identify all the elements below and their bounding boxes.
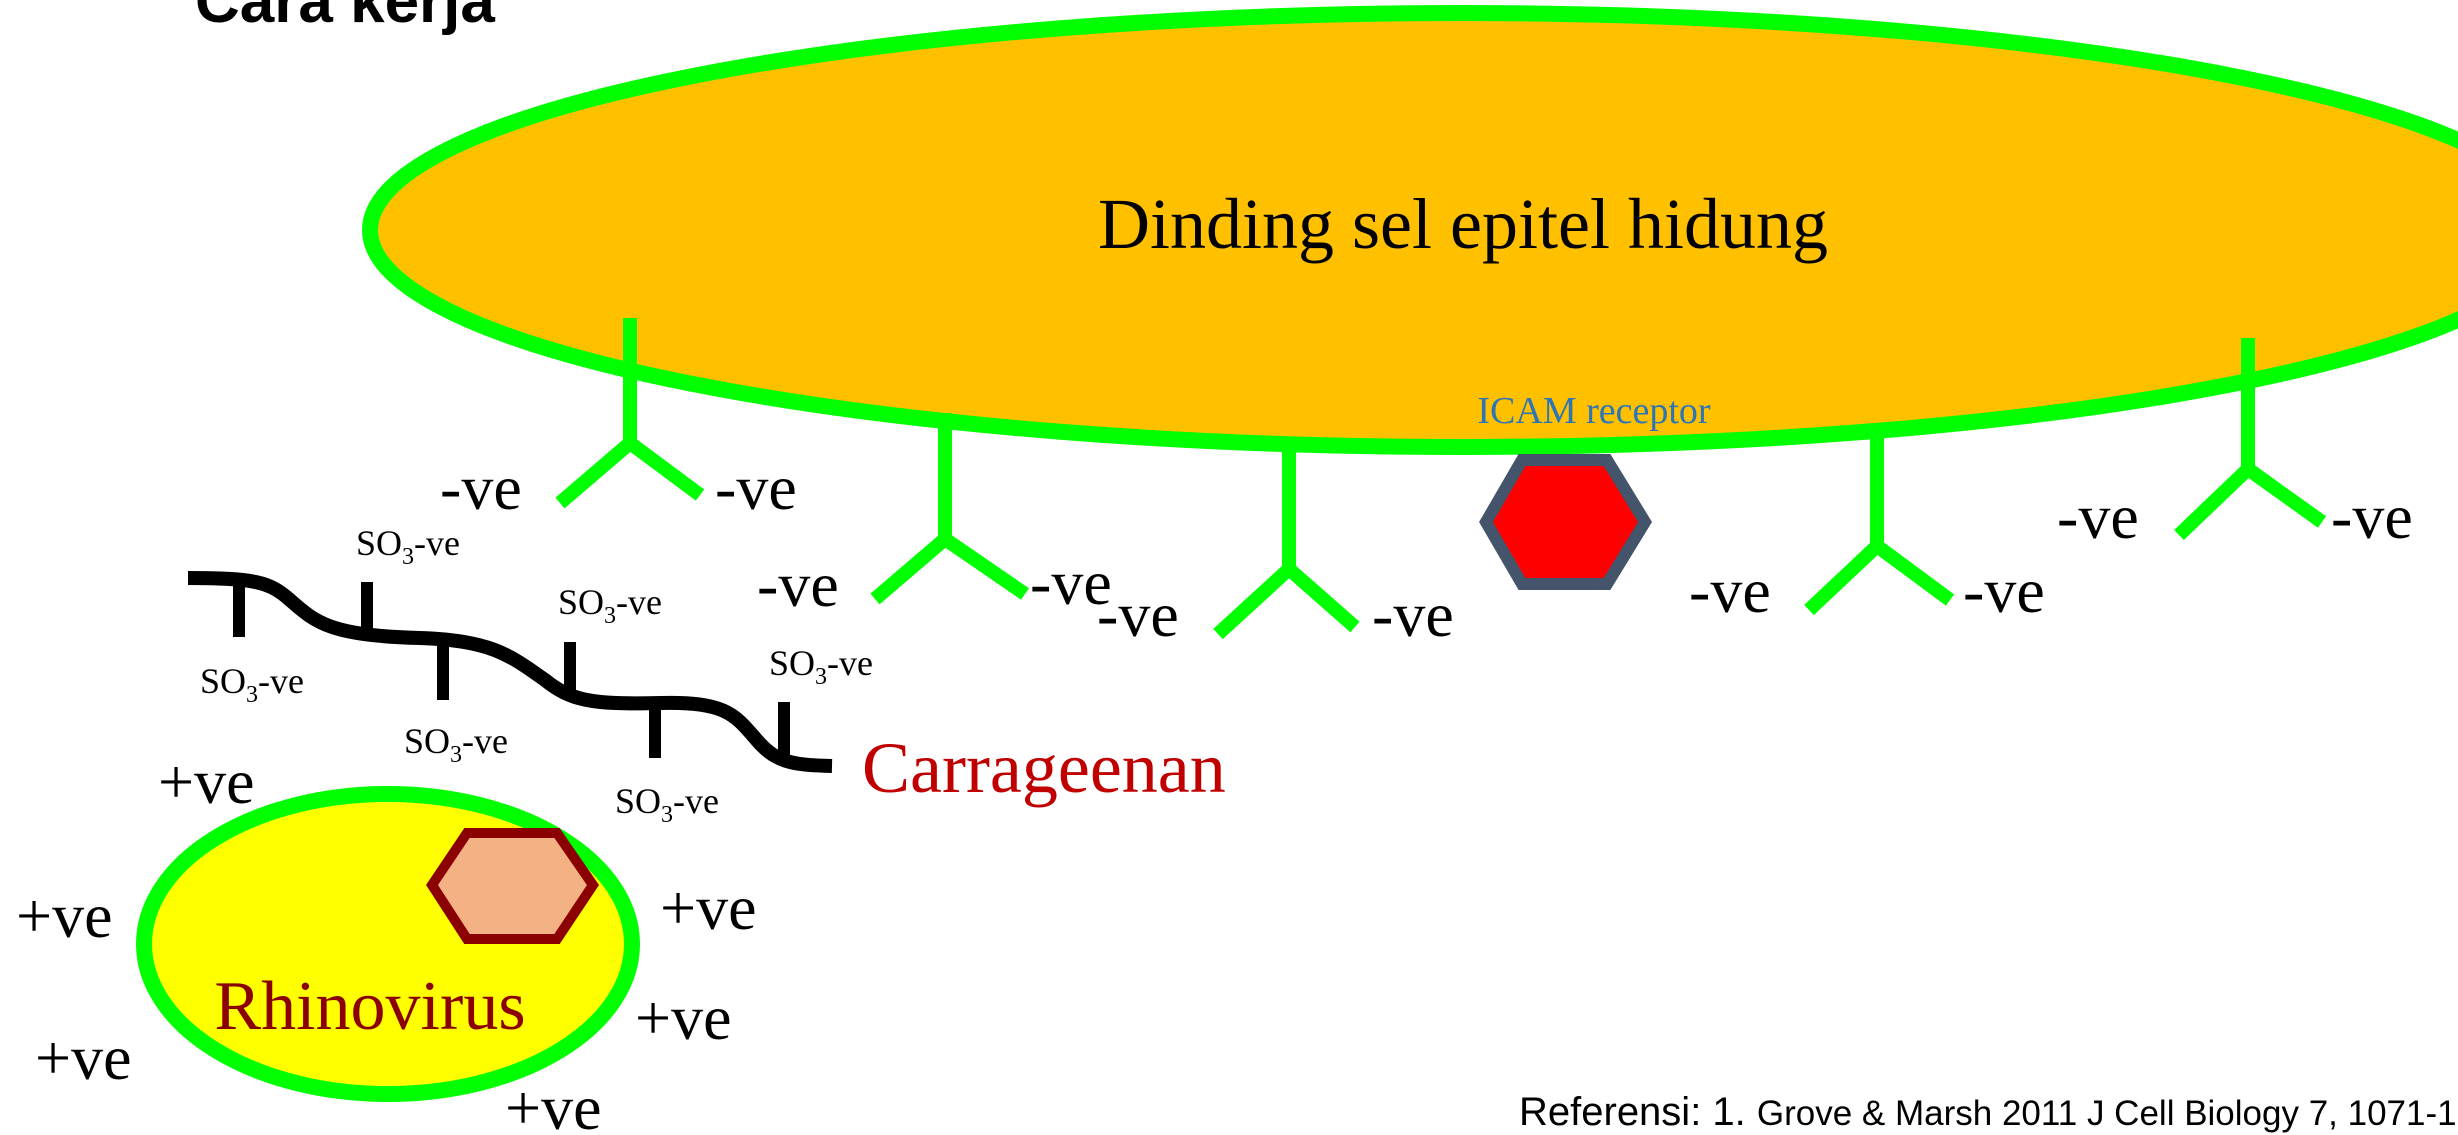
carrageenan-chain: [187, 571, 833, 773]
sulfate-labels: SO3-ve SO3-ve SO3-ve SO3-ve SO3-ve SO3-v…: [200, 523, 873, 828]
sulfate-label: SO3-ve: [404, 721, 508, 768]
positive-charges: +ve +ve +ve +ve +ve +ve: [16, 746, 757, 1135]
virus-capsid-protein: [426, 828, 600, 944]
charge-label: -ve: [1689, 555, 1771, 626]
charge-label: -ve: [715, 452, 797, 523]
epithelial-cell: [362, 5, 2458, 455]
sulfate-label: SO3-ve: [200, 661, 304, 708]
sulfate-label: SO3-ve: [558, 582, 662, 629]
sulfate-label: SO3-ve: [356, 523, 460, 570]
charge-label: +ve: [635, 982, 732, 1053]
sulfate-label: SO3-ve: [615, 781, 719, 828]
charge-label: +ve: [158, 746, 255, 817]
charge-label: -ve: [757, 549, 839, 620]
charge-label: +ve: [35, 1022, 132, 1093]
negative-charges: -ve -ve -ve -ve -ve -ve -ve -ve -ve -ve: [440, 452, 2413, 650]
rhinovirus-label: Rhinovirus: [214, 968, 525, 1045]
charge-label: -ve: [1097, 579, 1179, 650]
epithelial-cell-label: Dinding sel epitel hidung: [1098, 184, 1828, 264]
receptor-antennas: [555, 318, 2327, 640]
sulfate-branches: [233, 580, 790, 762]
slide-title: Cara kerja: [195, 0, 495, 36]
y-receptor-1: [555, 318, 705, 509]
charge-label: -ve: [1372, 579, 1454, 650]
sulfate-label: SO3-ve: [769, 643, 873, 690]
charge-label: -ve: [2331, 481, 2413, 552]
icam-receptor-label: ICAM receptor: [1477, 390, 1711, 432]
charge-label: +ve: [660, 872, 757, 943]
y-receptor-2: [870, 413, 1029, 605]
icam-receptor: [1479, 454, 1653, 590]
y-receptor-4: [1804, 427, 1955, 616]
charge-label: -ve: [1963, 555, 2045, 626]
charge-label: -ve: [1030, 547, 1112, 618]
charge-label: +ve: [505, 1072, 602, 1135]
charge-label: +ve: [16, 880, 113, 951]
charge-label: -ve: [440, 452, 522, 523]
y-receptor-3: [1213, 446, 1360, 640]
y-receptor-5: [2174, 338, 2327, 541]
charge-label: -ve: [2057, 481, 2139, 552]
reference-note: Referensi: 1. Grove & Marsh 2011 J Cell …: [1519, 1090, 2458, 1134]
carrageenan-label: Carrageenan: [862, 728, 1226, 808]
